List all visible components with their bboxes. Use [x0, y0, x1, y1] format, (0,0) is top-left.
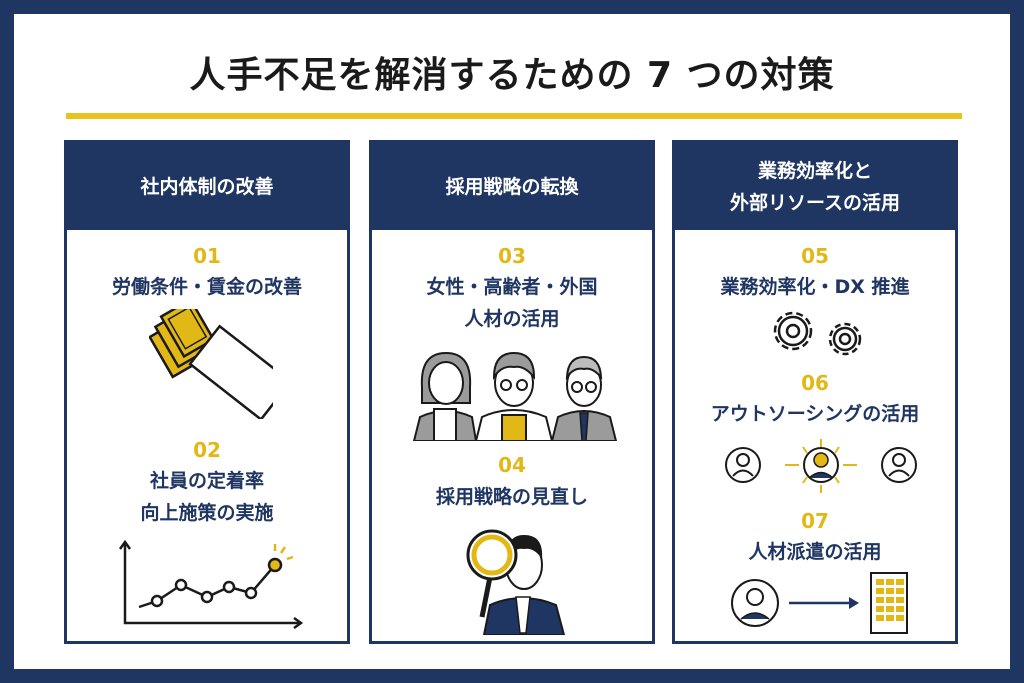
- column-recruitment: 採用戦略の転換 03 女性・高齢者・外国 人材の活用 04 採用戦略の見直し: [369, 140, 655, 644]
- item-number: 04: [498, 453, 526, 477]
- item-title: 労働条件・賃金の改善: [111, 276, 302, 298]
- column-header: 業務効率化と 外部リソースの活用: [675, 143, 955, 230]
- gears-icon: [773, 311, 862, 356]
- page-title: 人手不足を解消するための 7 つの対策: [189, 55, 835, 96]
- magnifying-glass-businessman-icon: [466, 529, 566, 635]
- item-number: 05: [801, 244, 829, 268]
- diverse-people-icon: [412, 351, 618, 441]
- column-internal-system: 社内体制の改善 01 労働条件・賃金の改善 02 社員の定着率 向上施策の実施: [64, 140, 350, 644]
- outsourcing-network-icon: [725, 439, 917, 493]
- envelope-with-cash-icon: [149, 309, 273, 419]
- column-header: 社内体制の改善: [67, 143, 347, 230]
- item-title: 業務効率化・DX 推進: [720, 276, 910, 298]
- column-efficiency-outsourcing: 業務効率化と 外部リソースの活用 05 業務効率化・DX 推進 06 アウトソー…: [672, 140, 958, 644]
- column-header: 採用戦略の転換: [372, 143, 652, 230]
- item-title: アウトソーシングの活用: [710, 403, 920, 425]
- item-title: 社員の定着率 向上施策の実施: [140, 470, 274, 524]
- rising-line-chart-icon: [118, 539, 304, 630]
- item-title: 女性・高齢者・外国 人材の活用: [426, 276, 598, 330]
- item-number: 01: [193, 244, 221, 268]
- item-number: 02: [193, 438, 221, 462]
- item-title: 人材派遣の活用: [748, 541, 882, 563]
- item-title: 採用戦略の見直し: [435, 486, 588, 508]
- title-underline: [66, 113, 962, 119]
- item-number: 06: [801, 371, 829, 395]
- dispatch-to-building-icon: [731, 572, 908, 634]
- item-number: 07: [801, 509, 829, 533]
- item-number: 03: [498, 244, 526, 268]
